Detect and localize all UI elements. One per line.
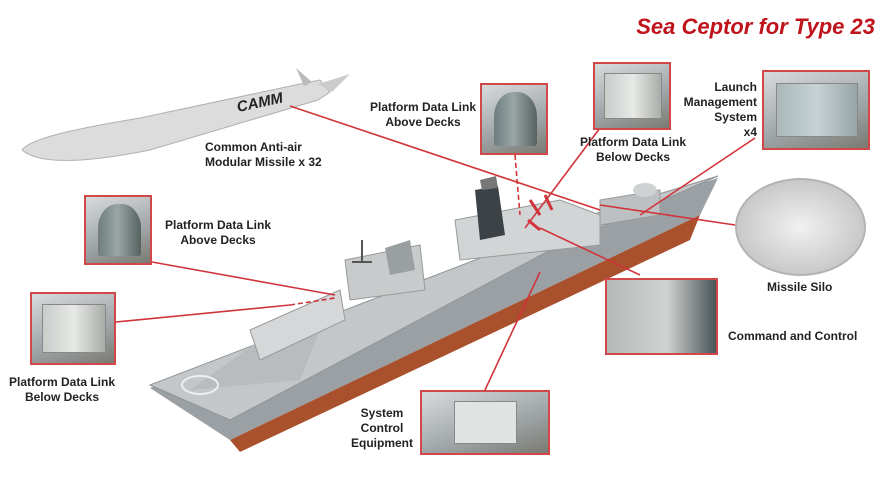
pdl-above-decks-label-top: Platform Data Link Above Decks xyxy=(369,100,477,129)
leader-pdl-above-left xyxy=(151,261,336,296)
leader-pdl-below-left xyxy=(115,304,291,323)
pdl-below-decks-label-left: Platform Data Link Below Decks xyxy=(8,375,116,404)
leader-system-control xyxy=(484,271,541,391)
leader-lines xyxy=(115,105,756,391)
pdl-above-decks-photo-top xyxy=(480,83,548,155)
pdl-below-decks-photo-top xyxy=(593,62,671,130)
command-and-control-label: Command and Control xyxy=(728,329,858,343)
leader-lms xyxy=(639,137,756,216)
missile-label: Common Anti-air Modular Missile x 32 xyxy=(205,140,322,169)
launch-management-system-photo xyxy=(762,70,870,150)
leader-pdl-below-top xyxy=(524,127,601,229)
missile-silo-label: Missile Silo xyxy=(767,280,833,294)
leader-pdl-above-top xyxy=(514,154,521,216)
pdl-above-decks-photo-left xyxy=(84,195,152,265)
pdl-above-decks-label-left: Platform Data Link Above Decks xyxy=(164,218,272,247)
lms-label: Launch Management System x4 xyxy=(683,80,757,139)
pdl-below-decks-photo-left xyxy=(30,292,116,365)
page-title: Sea Ceptor for Type 23 xyxy=(636,14,875,39)
leader-silo xyxy=(599,204,736,226)
type-23-frigate xyxy=(148,175,719,452)
system-control-equipment-photo xyxy=(420,390,550,455)
missile-silo-photo xyxy=(735,178,866,276)
system-control-equipment-label: System Control Equipment xyxy=(351,406,413,450)
pdl-below-decks-label-top: Platform Data Link Below Decks xyxy=(579,135,687,164)
leader-command-control xyxy=(539,227,641,276)
command-and-control-photo xyxy=(605,278,718,355)
leader-missile xyxy=(289,105,601,211)
